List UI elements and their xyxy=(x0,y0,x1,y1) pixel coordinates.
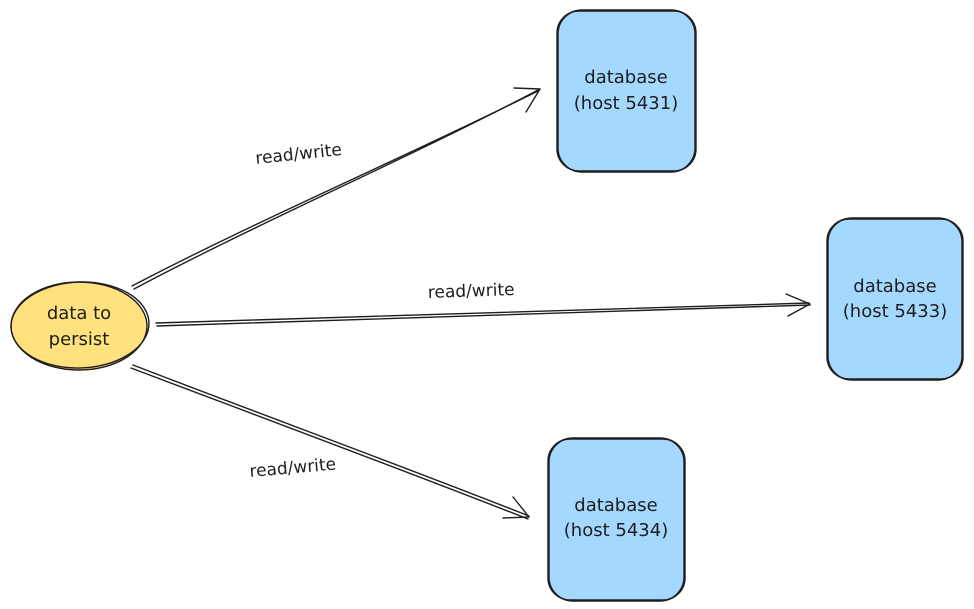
edge-label-db-5431: read/write xyxy=(254,140,342,169)
database-node-5431[interactable]: database (host 5431) xyxy=(556,9,697,173)
edge-to-db-5431 xyxy=(131,87,541,290)
edge-to-db-5433 xyxy=(155,293,811,327)
edge-to-db-5434 xyxy=(130,364,530,520)
database-node-5433[interactable]: database (host 5433) xyxy=(826,217,964,381)
source-node-line-1: data to xyxy=(47,303,111,324)
database-5434-title: database xyxy=(574,495,657,516)
database-5434-host: (host 5434) xyxy=(564,520,668,541)
arrowhead-icon xyxy=(502,496,530,519)
database-5431-host: (host 5431) xyxy=(574,93,678,114)
edge-label-db-5434: read/write xyxy=(249,454,337,481)
arrowhead-icon xyxy=(785,293,811,317)
database-5431-title: database xyxy=(584,67,667,88)
database-node-5434[interactable]: database (host 5434) xyxy=(547,437,686,602)
edge-label-db-5433: read/write xyxy=(427,280,514,303)
source-node-line-2: persist xyxy=(49,329,110,350)
database-5433-host: (host 5433) xyxy=(843,301,947,322)
database-5433-title: database xyxy=(853,276,936,297)
source-node[interactable]: data to persist xyxy=(10,280,151,371)
arrowhead-icon xyxy=(513,87,541,113)
